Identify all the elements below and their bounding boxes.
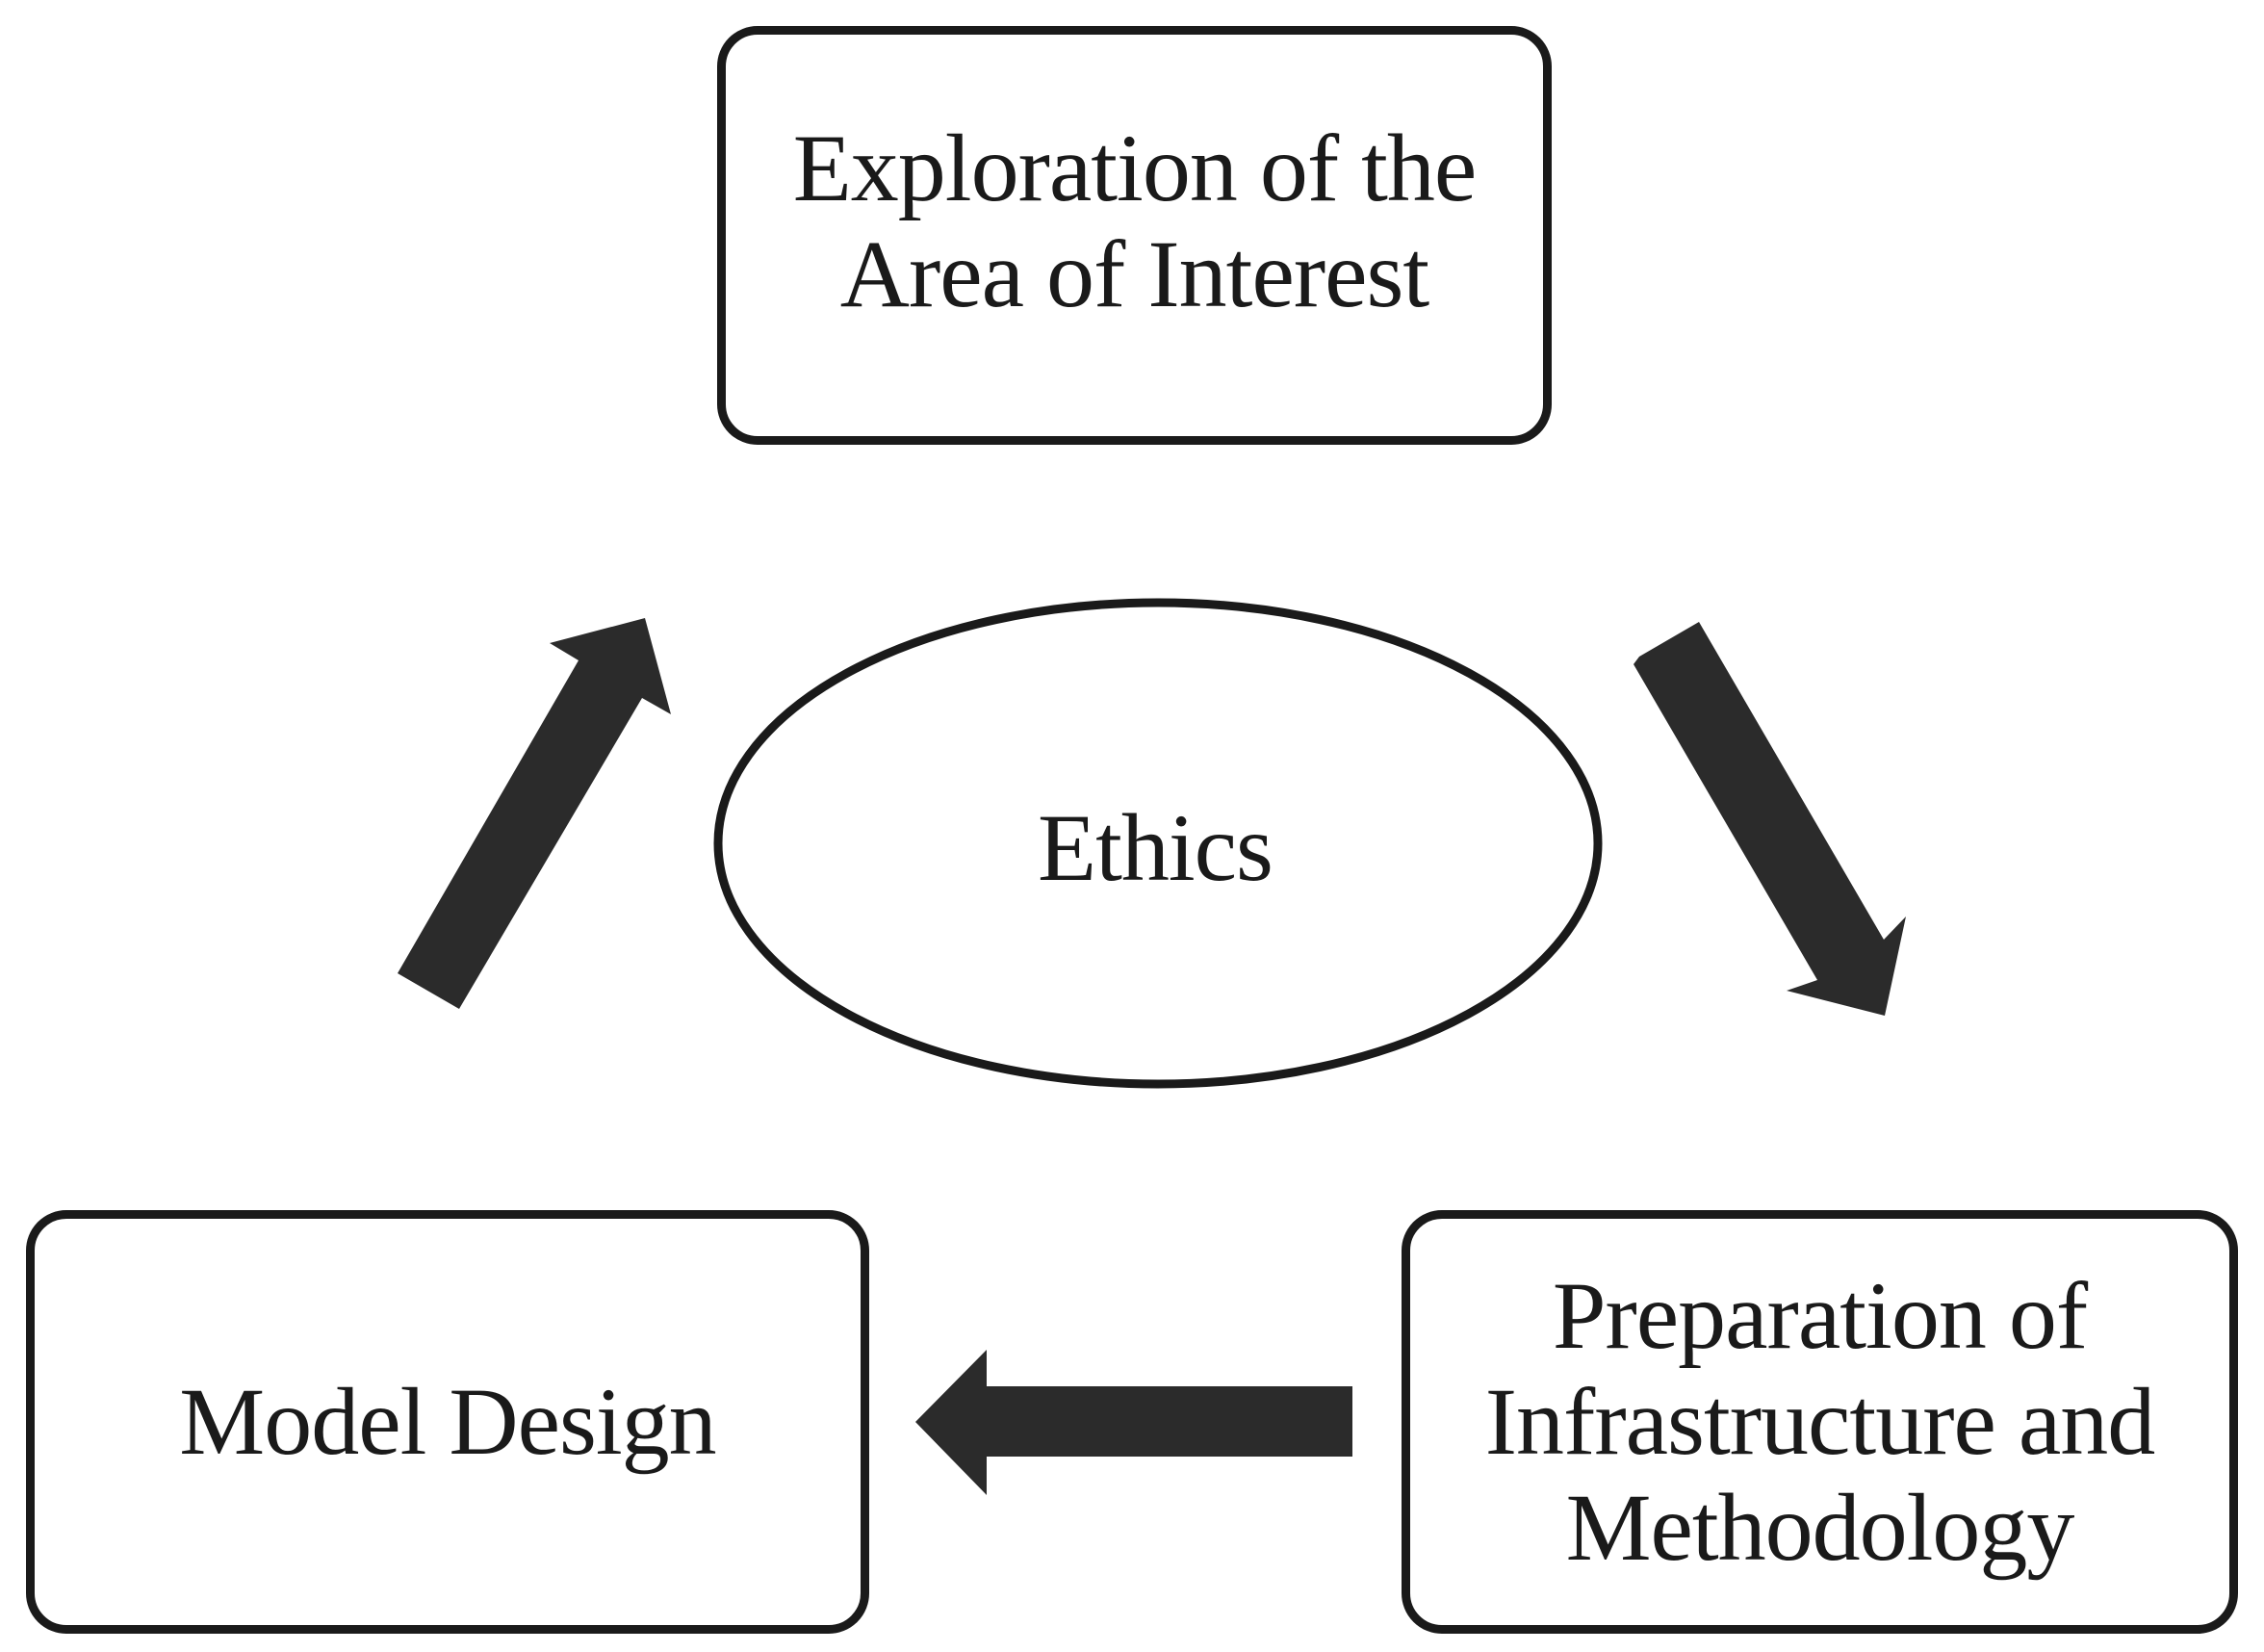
- arrow-left-to-top: [398, 618, 671, 1009]
- ethics-ellipse: [713, 598, 1603, 1089]
- node-exploration: Exploration of the Area of Interest: [717, 26, 1552, 445]
- ethics-label: Ethics: [1038, 793, 1274, 901]
- node-model-design: Model Design: [26, 1210, 869, 1634]
- node-preparation: Preparation of Infrastructure and Method…: [1402, 1210, 2238, 1634]
- arrow-right-to-left: [915, 1350, 1352, 1495]
- node-exploration-label: Exploration of the Area of Interest: [792, 114, 1478, 327]
- arrow-top-to-right: [1634, 622, 1906, 1016]
- node-preparation-label: Preparation of Infrastructure and Method…: [1484, 1262, 2156, 1581]
- node-model-design-label: Model Design: [179, 1368, 716, 1475]
